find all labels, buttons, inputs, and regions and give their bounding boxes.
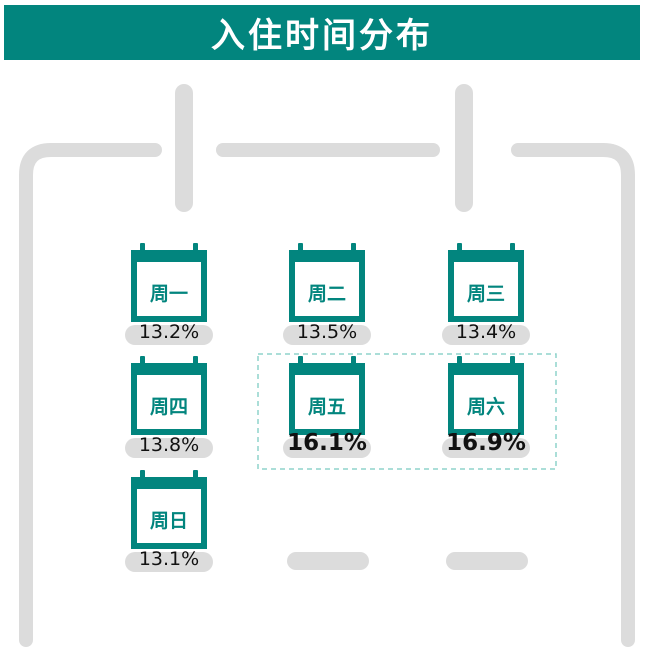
calendar-icon: 周三 bbox=[447, 243, 525, 322]
percent-pill bbox=[442, 438, 530, 458]
calendar-icon: 周五 bbox=[288, 356, 366, 435]
percent-pill bbox=[125, 552, 213, 572]
calendar-icon: 周二 bbox=[288, 243, 366, 322]
calendar-icon: 周六 bbox=[447, 356, 525, 435]
weekend-highlight-box bbox=[257, 353, 557, 470]
day-item: 周六 16.9% bbox=[421, 356, 551, 466]
day-item: 周三 13.4% bbox=[421, 243, 551, 353]
percent-pill bbox=[125, 325, 213, 345]
day-item: 周四 13.8% bbox=[104, 356, 234, 466]
percent-pill bbox=[125, 438, 213, 458]
day-label: 周三 bbox=[466, 282, 505, 305]
day-percent: 13.2% bbox=[138, 321, 200, 343]
day-item: 周日 13.1% bbox=[104, 470, 234, 580]
day-label: 周六 bbox=[466, 395, 505, 418]
day-percent: 13.8% bbox=[138, 434, 200, 456]
calendar-icon: 周日 bbox=[130, 470, 208, 549]
day-item: 周五 16.1% bbox=[262, 356, 392, 466]
day-label: 周一 bbox=[149, 282, 188, 305]
percent-pill bbox=[442, 325, 530, 345]
page-title-banner: 入住时间分布 bbox=[4, 5, 640, 60]
percent-pill bbox=[283, 438, 371, 458]
day-percent: 13.4% bbox=[455, 321, 517, 343]
day-label: 周二 bbox=[307, 282, 346, 305]
day-item: 周二 13.5% bbox=[262, 243, 392, 353]
day-percent: 13.1% bbox=[138, 548, 200, 570]
calendar-icon: 周一 bbox=[130, 243, 208, 322]
page-title: 入住时间分布 bbox=[211, 16, 433, 56]
day-percent: 16.1% bbox=[287, 430, 367, 456]
percent-pill bbox=[283, 325, 371, 345]
day-label: 周五 bbox=[307, 395, 346, 418]
day-percent: 16.9% bbox=[446, 430, 526, 456]
calendar-icon: 周四 bbox=[130, 356, 208, 435]
day-item: 周一 13.2% bbox=[104, 243, 234, 353]
day-label: 周四 bbox=[149, 395, 188, 418]
day-percent: 13.5% bbox=[296, 321, 358, 343]
day-label: 周日 bbox=[149, 509, 188, 532]
